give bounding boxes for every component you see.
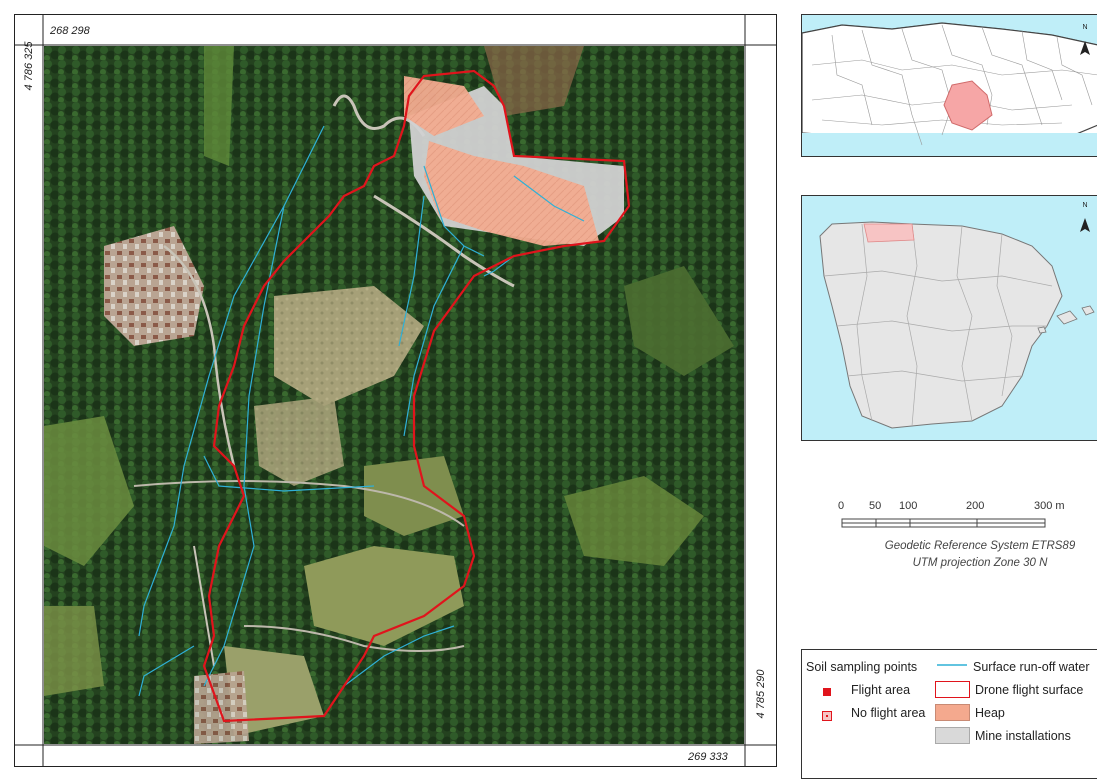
north-arrow-icon-spain — [1080, 218, 1090, 232]
coord-top-left-x: 268 298 — [50, 25, 90, 37]
aerial-image — [44, 46, 744, 744]
heap-swatch-icon — [935, 704, 970, 721]
legend-flight-area: Flight area — [851, 683, 911, 697]
inset-spain: N — [801, 195, 1097, 441]
scale-tick-200: 200 — [966, 500, 985, 512]
study-municipality — [943, 80, 993, 131]
map-frame-lines — [14, 14, 777, 767]
asturias-map — [802, 22, 1097, 156]
spain-map — [819, 218, 1095, 429]
coord-top-left-y: 4 786 325 — [23, 41, 35, 91]
legend-drone: Drone flight surface — [975, 683, 1084, 697]
scale-tick-100: 100 — [899, 500, 918, 512]
north-label: N — [1082, 24, 1088, 31]
asturias-region — [863, 223, 915, 243]
flight-area-marker-icon — [823, 688, 831, 696]
projection-line-1: Geodetic Reference System ETRS89 — [884, 540, 1076, 552]
scale-tick-50: 50 — [869, 500, 882, 512]
legend-heap: Heap — [975, 706, 1005, 720]
inset-asturias: N — [801, 14, 1097, 157]
legend-mine: Mine installations — [975, 729, 1071, 743]
runoff-line-icon — [937, 664, 967, 666]
projection-line-2: UTM projection Zone 30 N — [912, 557, 1048, 569]
scale-bar — [841, 518, 1046, 528]
north-arrow-icon — [1080, 41, 1090, 55]
legend-soil-title: Soil sampling points — [806, 660, 918, 674]
legend — [801, 649, 1097, 779]
coord-bottom-right-y: 4 785 290 — [755, 669, 767, 719]
north-label-spain: N — [1082, 202, 1088, 209]
legend-runoff: Surface run-off water — [973, 660, 1090, 674]
no-flight-area-marker-icon — [822, 711, 832, 721]
mine-swatch-icon — [935, 727, 970, 744]
legend-no-flight-area: No flight area — [851, 706, 926, 720]
coord-bottom-right-x: 269 333 — [688, 751, 728, 763]
scale-tick-0: 0 — [838, 500, 845, 512]
scale-tick-300: 300 m — [1034, 500, 1065, 512]
drone-surface-swatch-icon — [935, 681, 970, 698]
